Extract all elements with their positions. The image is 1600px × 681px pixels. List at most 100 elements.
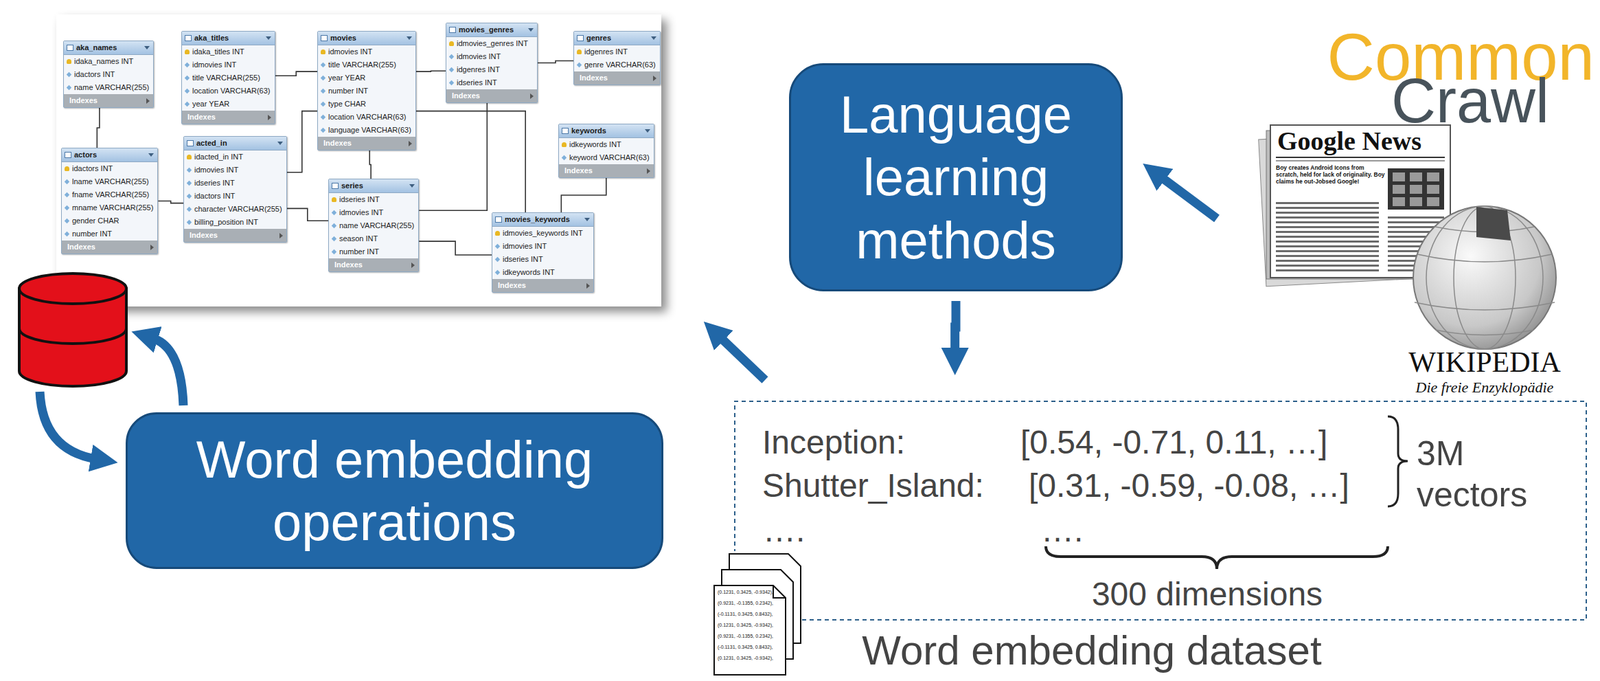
table-row: idseries INT: [446, 76, 537, 90]
column-field: idgenres INT: [584, 45, 628, 59]
table-row: idmovies INT: [181, 58, 275, 72]
table-name: series: [341, 179, 364, 193]
key-icon: [186, 154, 192, 160]
vector-line: (-0.1131, 0.3425, 0.8432),: [717, 644, 773, 649]
table-row: idmovies INT: [446, 50, 537, 64]
table-name: movies_genres: [458, 23, 514, 37]
table-row: idkeywords INT: [492, 265, 594, 279]
column-field: name VARCHAR(255): [74, 81, 150, 95]
relation-line: [275, 71, 318, 76]
table-row: location VARCHAR(63): [181, 84, 275, 98]
table-row: name VARCHAR(255): [63, 81, 154, 95]
table-icon: [184, 35, 192, 42]
table-icon: [186, 140, 194, 147]
table-row: title VARCHAR(255): [317, 58, 416, 72]
dimension-label: 300 dimensions: [1035, 574, 1379, 613]
table-row: idmovies INT: [184, 163, 287, 177]
expand-toggle: [644, 129, 651, 133]
indexes-bar: Indexes: [446, 89, 537, 103]
table-row: character VARCHAR(255): [184, 202, 287, 216]
table-name: aka_titles: [194, 31, 229, 45]
column-field: year YEAR: [328, 71, 366, 85]
missing-piece: [1476, 206, 1511, 241]
column-icon: [184, 88, 190, 94]
vector-line: (0.1231, 0.3425, -0.9342),: [717, 655, 774, 660]
wikipedia-globe: [1413, 206, 1557, 349]
table-header: acted_in: [184, 136, 287, 151]
column-icon: [184, 101, 190, 107]
column-field: idseries INT: [339, 192, 380, 207]
column-icon: [331, 249, 337, 255]
column-field: year YEAR: [192, 97, 230, 111]
import-arrow: [719, 336, 765, 380]
key-icon: [576, 49, 582, 55]
dashed-outline: [734, 401, 1587, 620]
relation-line: [369, 150, 371, 179]
column-icon: [495, 269, 500, 275]
column-field: idmovies_keywords INT: [502, 226, 584, 240]
key-icon: [64, 166, 70, 171]
relation-line: [537, 60, 574, 63]
expand-toggle: [653, 75, 657, 82]
table-row: idseries INT: [492, 252, 594, 266]
column-icon: [186, 206, 192, 212]
newspaper-headline: Boy creates Android Icons from scratch, …: [1275, 164, 1386, 185]
table-header: movies_keywords: [492, 212, 594, 227]
column-field: idactors INT: [72, 162, 113, 176]
indexes-label: Indexes: [69, 94, 98, 108]
column-icon: [66, 85, 72, 90]
newspaper-columns: [1275, 199, 1379, 274]
relation-line: [287, 208, 329, 221]
column-field: type CHAR: [328, 97, 367, 111]
table-row: mname VARCHAR(255): [61, 201, 158, 215]
column-field: idmovies_genres INT: [456, 37, 529, 51]
table-icon: [66, 44, 74, 51]
relation-line: [96, 107, 100, 148]
relation-line: [416, 70, 446, 73]
table-row: idaka_names INT: [63, 54, 154, 68]
newspaper-masthead: Google News: [1277, 127, 1422, 154]
column-icon: [186, 180, 192, 186]
schema-table: movies_keywordsidmovies_keywords INTidmo…: [491, 212, 594, 293]
table-row: year YEAR: [181, 97, 275, 111]
puzzle-lines: [1414, 206, 1555, 349]
column-icon: [331, 236, 337, 242]
table-row: idseries INT: [328, 192, 419, 207]
expand-toggle: [408, 140, 413, 147]
table-row: idacted_in INT: [184, 150, 287, 164]
process-box: Language learning methods: [789, 63, 1123, 292]
table-row: lname VARCHAR(255): [61, 175, 158, 189]
table-icon: [576, 35, 584, 42]
table-row: idseries INT: [184, 176, 287, 190]
vector-values: [0.31, -0.59, -0.08, …]: [1028, 466, 1350, 505]
table-row: genre VARCHAR(63): [574, 58, 660, 72]
schema-table: aka_titlesidaka_titles INTidmovies INTti…: [181, 30, 276, 125]
expand-toggle: [150, 244, 154, 250]
table-name: acted_in: [196, 136, 228, 150]
table-icon: [64, 151, 72, 158]
table-header: movies_genres: [446, 23, 537, 38]
table-header: movies: [317, 31, 416, 46]
column-field: idaka_titles INT: [192, 45, 245, 59]
indexes-label: Indexes: [187, 110, 216, 124]
relation-line: [416, 111, 526, 213]
column-icon: [576, 62, 582, 68]
column-field: lname VARCHAR(255): [72, 175, 150, 189]
column-icon: [186, 167, 192, 173]
column-field: idseries INT: [502, 252, 544, 266]
column-icon: [320, 127, 326, 133]
expand-toggle: [279, 232, 283, 239]
column-field: character VARCHAR(255): [194, 202, 283, 216]
table-row: idgenres INT: [446, 63, 537, 77]
column-field: idkeywords INT: [502, 265, 555, 279]
table-row: idmovies_keywords INT: [492, 226, 594, 240]
table-row: number INT: [328, 245, 419, 259]
table-row: season INT: [328, 232, 419, 246]
store-arrow: [152, 337, 184, 406]
column-field: idmovies INT: [502, 239, 547, 253]
table-row: fname VARCHAR(255): [61, 188, 158, 202]
column-icon: [66, 72, 72, 77]
indexes-bar: Indexes: [61, 240, 158, 254]
column-field: title VARCHAR(255): [328, 58, 397, 72]
table-header: genres: [574, 31, 660, 46]
